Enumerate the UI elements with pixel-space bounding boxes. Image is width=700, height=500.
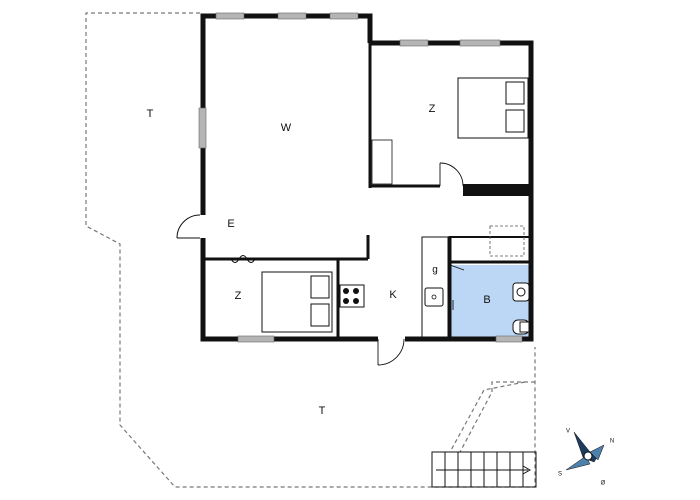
- compass-east-label: Ø: [601, 481, 606, 487]
- compass-west-label: V: [566, 429, 570, 435]
- compass-north-label: N: [610, 439, 614, 445]
- bed-left: [261, 271, 333, 333]
- interior-walls: [203, 43, 531, 339]
- terrace-bottom-label: T: [319, 405, 326, 417]
- entry-door: [176, 214, 201, 239]
- entry-label: E: [227, 218, 234, 230]
- storage-label: g: [432, 265, 438, 276]
- compass-south-label: S: [558, 472, 562, 478]
- stairs: [431, 451, 537, 488]
- dashed-box: [489, 225, 525, 257]
- bathroom-label: B: [483, 294, 490, 306]
- closet-right: [371, 139, 393, 185]
- kitchen-sink: [424, 287, 444, 307]
- living-room-label: W: [281, 122, 292, 134]
- compass-icon: N S V Ø: [558, 429, 614, 487]
- kitchen-label: K: [389, 289, 397, 301]
- bedroom-left-label: Z: [235, 290, 242, 302]
- bed-right: [457, 77, 529, 139]
- terrace-outline: [85, 12, 536, 488]
- sink-drain: [431, 294, 437, 300]
- terrace-left-label: T: [147, 108, 154, 120]
- bathroom-fixtures: [512, 282, 530, 335]
- kitchen-counter: [421, 236, 449, 338]
- stove: [339, 284, 365, 308]
- bedroom-right-label: Z: [429, 103, 436, 115]
- windows: [198, 12, 523, 343]
- interior-doors: [230, 162, 465, 366]
